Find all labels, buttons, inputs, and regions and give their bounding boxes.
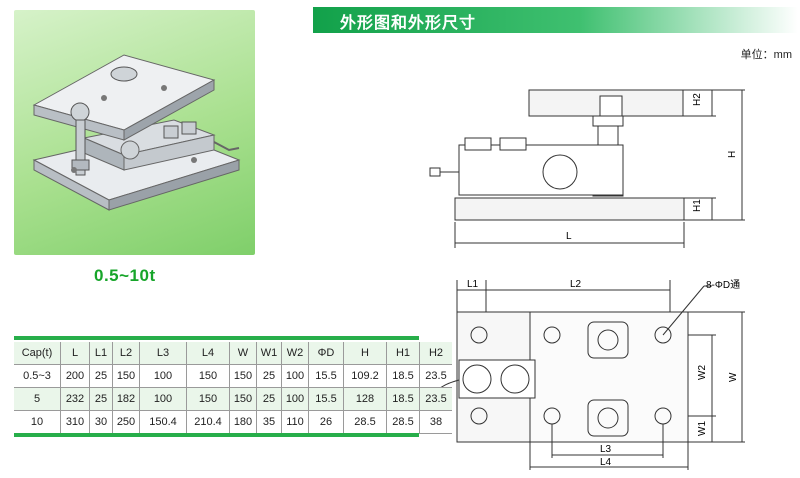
section-banner bbox=[313, 7, 798, 33]
dim-h1-label: H1 bbox=[692, 199, 703, 212]
cell: 18.5 bbox=[386, 387, 420, 411]
cell: 5 bbox=[14, 387, 61, 411]
cell: 150.4 bbox=[139, 410, 187, 434]
dim-l2-label: L2 bbox=[570, 279, 582, 290]
cell: 210.4 bbox=[186, 410, 230, 434]
dim-l-label: L bbox=[566, 231, 572, 242]
cell: 25 bbox=[256, 364, 282, 388]
table-row: 10 310 30 250 150.4 210.4 180 35 110 26 … bbox=[14, 410, 452, 434]
cell: 23.5 bbox=[419, 364, 452, 388]
col-w1: W1 bbox=[256, 342, 282, 365]
table-row: 0.5~3 200 25 150 100 150 150 25 100 15.5… bbox=[14, 364, 452, 388]
cell: 100 bbox=[139, 364, 187, 388]
cell: 28.5 bbox=[386, 410, 420, 434]
col-l3: L3 bbox=[139, 342, 187, 365]
weighing-module-illustration bbox=[32, 54, 241, 211]
cell: 35 bbox=[256, 410, 282, 434]
dim-h2-label: H2 bbox=[692, 93, 703, 106]
cell: 15.5 bbox=[308, 364, 344, 388]
spec-table: Cap(t) L L1 L2 L3 L4 W W1 W2 ΦD H H1 H2 … bbox=[14, 342, 452, 434]
cell: 182 bbox=[112, 387, 140, 411]
dim-h-label: H bbox=[727, 151, 738, 158]
cell: 25 bbox=[89, 387, 113, 411]
col-cap: Cap(t) bbox=[14, 342, 61, 365]
cell: 23.5 bbox=[419, 387, 452, 411]
cell: 38 bbox=[419, 410, 452, 434]
col-h2: H2 bbox=[419, 342, 452, 365]
table-bottom-rule bbox=[14, 433, 419, 437]
cell: 200 bbox=[60, 364, 90, 388]
cell: 150 bbox=[112, 364, 140, 388]
cell: 25 bbox=[89, 364, 113, 388]
dim-w1-label: W1 bbox=[697, 421, 708, 436]
cell: 100 bbox=[139, 387, 187, 411]
capacity-range: 0.5~10t bbox=[94, 266, 156, 285]
side-view-drawing bbox=[429, 89, 745, 248]
col-h: H bbox=[343, 342, 387, 365]
col-l1: L1 bbox=[89, 342, 113, 365]
cell: 100 bbox=[281, 364, 309, 388]
col-d: ΦD bbox=[308, 342, 344, 365]
cell: 150 bbox=[229, 387, 257, 411]
cell: 110 bbox=[281, 410, 309, 434]
section-title: 外形图和外形尺寸 bbox=[340, 15, 477, 32]
cell: 109.2 bbox=[343, 364, 387, 388]
dim-l3-label: L3 bbox=[600, 444, 612, 455]
cell: 250 bbox=[112, 410, 140, 434]
product-photo bbox=[14, 10, 255, 255]
cell: 26 bbox=[308, 410, 344, 434]
cell: 25 bbox=[256, 387, 282, 411]
col-h1: H1 bbox=[386, 342, 420, 365]
hole-callout: 8-ΦD通 bbox=[706, 279, 740, 291]
cell: 30 bbox=[89, 410, 113, 434]
col-l2: L2 bbox=[112, 342, 140, 365]
table-header-row: Cap(t) L L1 L2 L3 L4 W W1 W2 ΦD H H1 H2 bbox=[14, 342, 452, 365]
unit-label: 单位：mm bbox=[740, 49, 792, 61]
cell: 128 bbox=[343, 387, 387, 411]
dim-w2-label: W2 bbox=[697, 365, 708, 380]
dim-w-label: W bbox=[728, 372, 739, 382]
cell: 150 bbox=[229, 364, 257, 388]
cell: 232 bbox=[60, 387, 90, 411]
col-w: W bbox=[229, 342, 257, 365]
cell: 0.5~3 bbox=[14, 364, 61, 388]
top-view-drawing bbox=[431, 280, 745, 470]
cell: 28.5 bbox=[343, 410, 387, 434]
table-row: 5 232 25 182 100 150 150 25 100 15.5 128… bbox=[14, 387, 452, 411]
dim-l1-label: L1 bbox=[467, 279, 479, 290]
cell: 150 bbox=[186, 364, 230, 388]
cell: 15.5 bbox=[308, 387, 344, 411]
cell: 150 bbox=[186, 387, 230, 411]
cell: 180 bbox=[229, 410, 257, 434]
dim-l4-label: L4 bbox=[600, 457, 612, 468]
cell: 10 bbox=[14, 410, 61, 434]
cell: 310 bbox=[60, 410, 90, 434]
col-l4: L4 bbox=[186, 342, 230, 365]
cell: 100 bbox=[281, 387, 309, 411]
table-top-rule bbox=[14, 336, 419, 340]
cell: 18.5 bbox=[386, 364, 420, 388]
col-l: L bbox=[60, 342, 90, 365]
col-w2: W2 bbox=[281, 342, 309, 365]
